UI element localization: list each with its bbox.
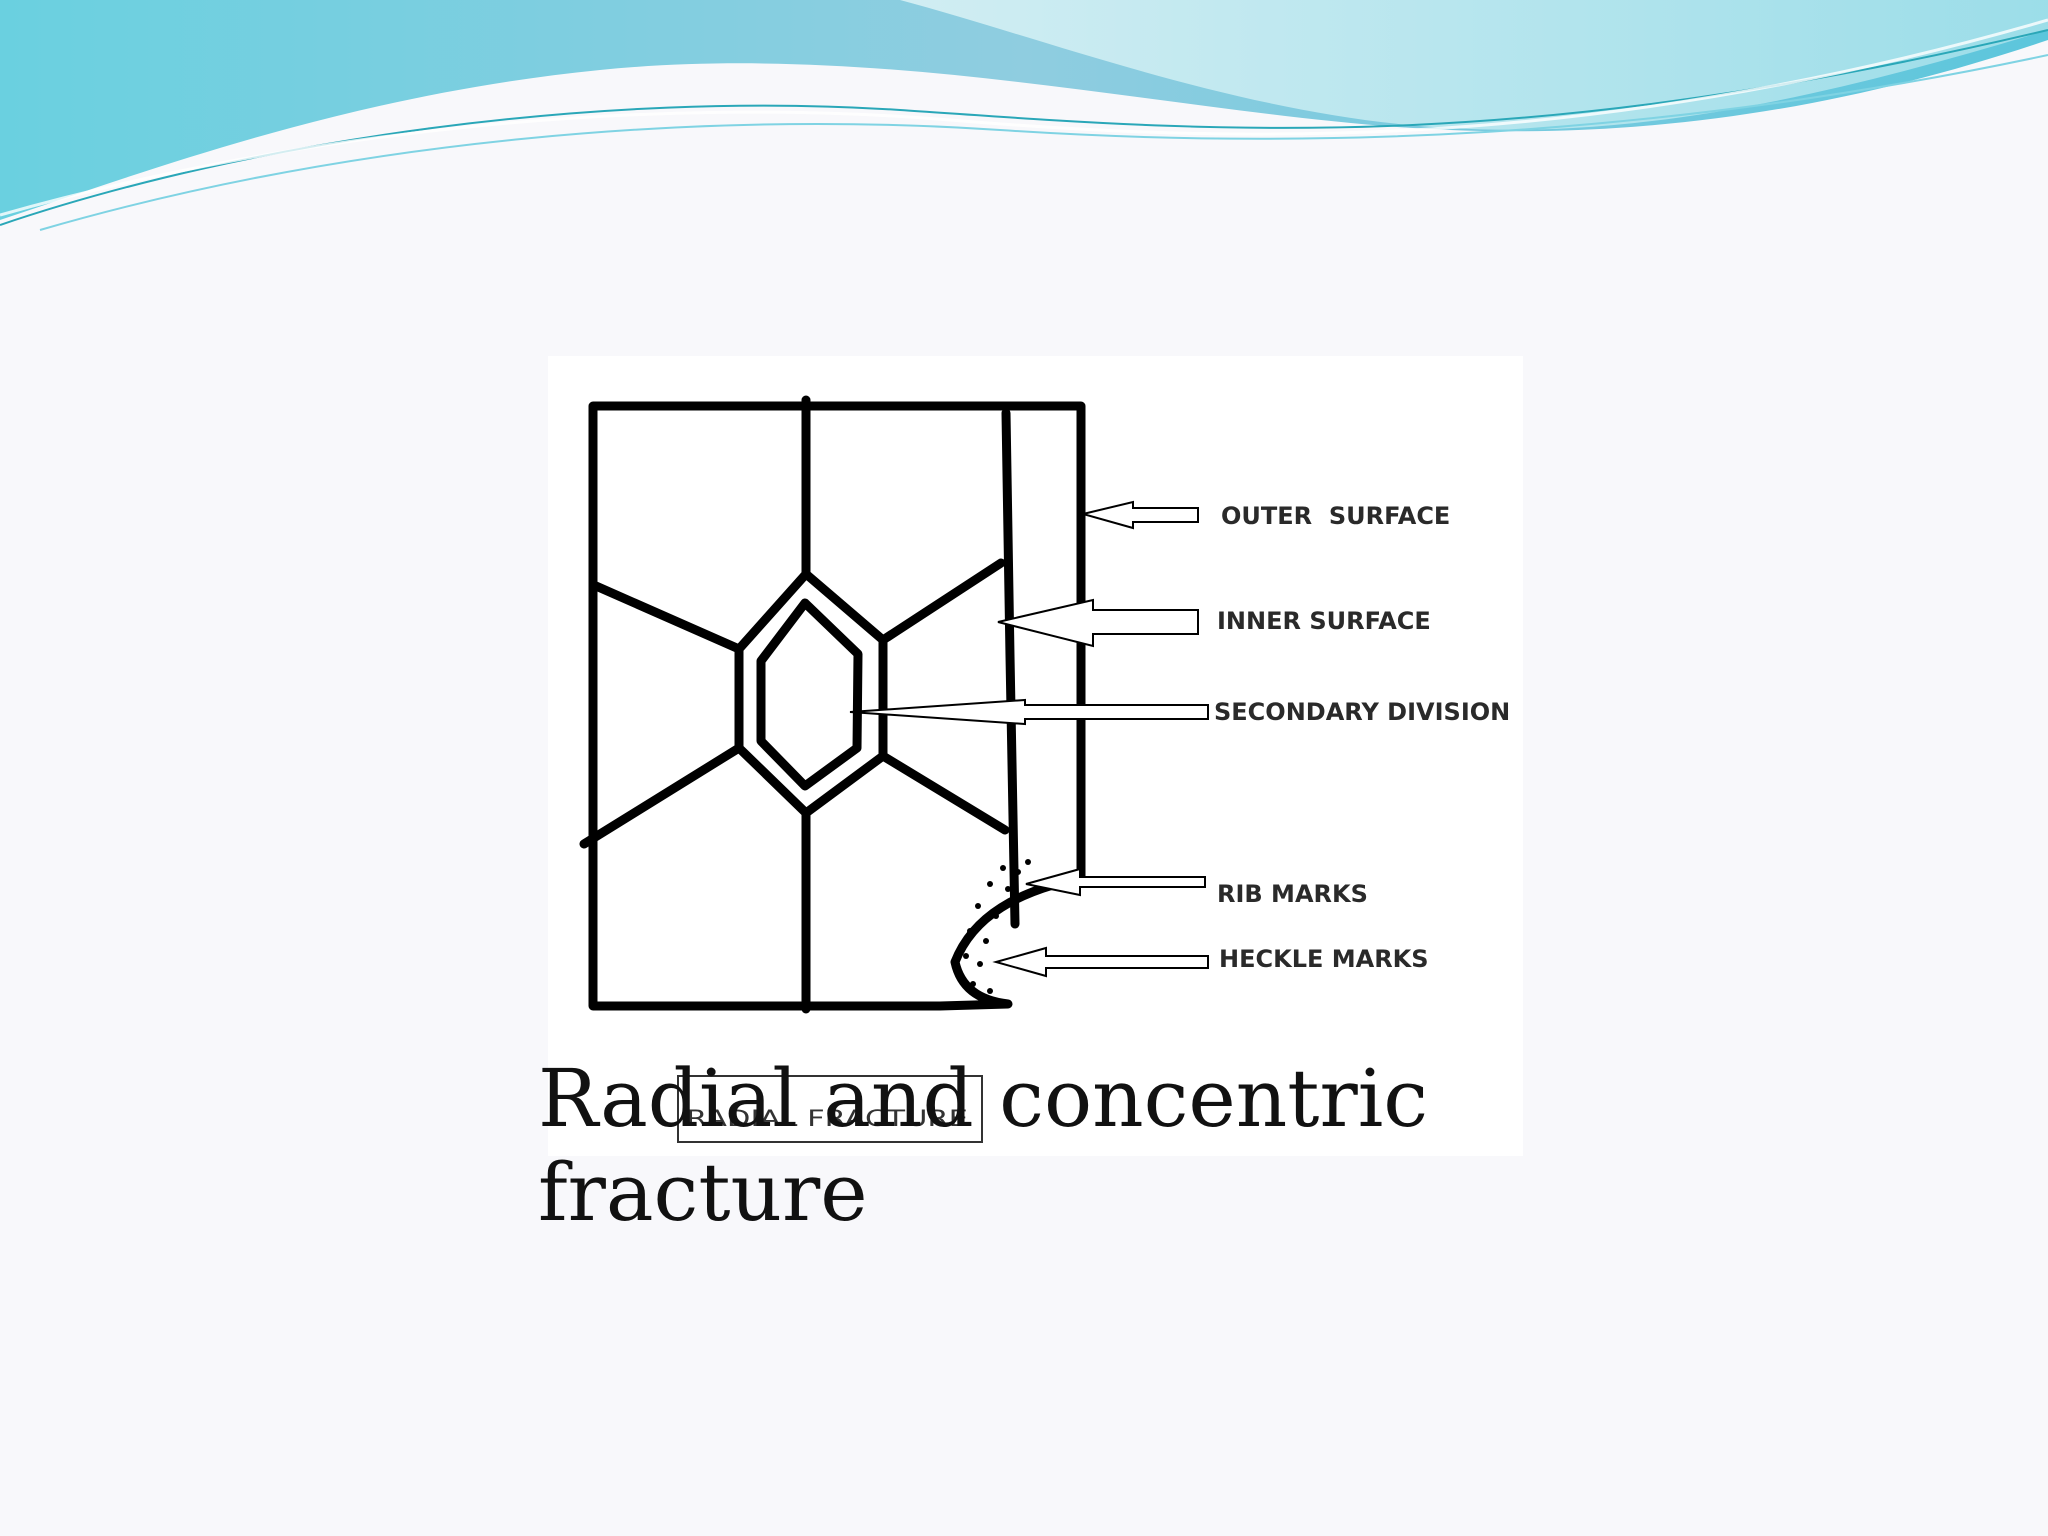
inset-label-box — [677, 1075, 983, 1143]
radial-crack-lower-right — [878, 751, 1010, 835]
header-wave-decoration — [0, 0, 2048, 231]
label-rib-marks: RIB MARKS — [1217, 880, 1368, 908]
concentric-hexagon-outer — [734, 569, 888, 818]
arrow-heckle-marks — [992, 946, 1209, 978]
caption-line-1: Radial and concentric — [538, 1052, 1429, 1145]
label-secondary-division: SECONDARY DIVISION — [1214, 698, 1510, 726]
radial-crack-lower-left — [579, 743, 744, 849]
arrow-outer-surface — [1079, 500, 1199, 530]
label-inner-surface: INNER SURFACE — [1217, 607, 1431, 635]
diagram-panel — [548, 356, 1523, 1156]
radial-crack-upper-left — [591, 581, 744, 654]
label-heckle-marks: HECKLE MARKS — [1219, 945, 1429, 973]
arrow-secondary-division — [849, 698, 1209, 726]
label-outer-surface: OUTER SURFACE — [1221, 502, 1450, 530]
arrow-inner-surface — [997, 598, 1199, 648]
heckle-marks-dots — [957, 859, 1031, 994]
arrow-rib-marks — [1025, 867, 1206, 897]
caption-line-2: fracture — [538, 1146, 868, 1239]
fracture-diagram: OUTER SURFACE INNER SURFACE SECONDARY DI… — [579, 395, 1510, 1143]
pointer-arrows — [849, 500, 1209, 978]
radial-crack-upper-right — [878, 558, 1006, 645]
concentric-hexagon-inner — [756, 598, 863, 791]
inner-surface-line — [1001, 408, 1020, 929]
inset-label-radial-fracture: RADIAL FRACTURE — [686, 1107, 968, 1132]
slide-caption: Radial and concentric fracture — [538, 1052, 1438, 1240]
